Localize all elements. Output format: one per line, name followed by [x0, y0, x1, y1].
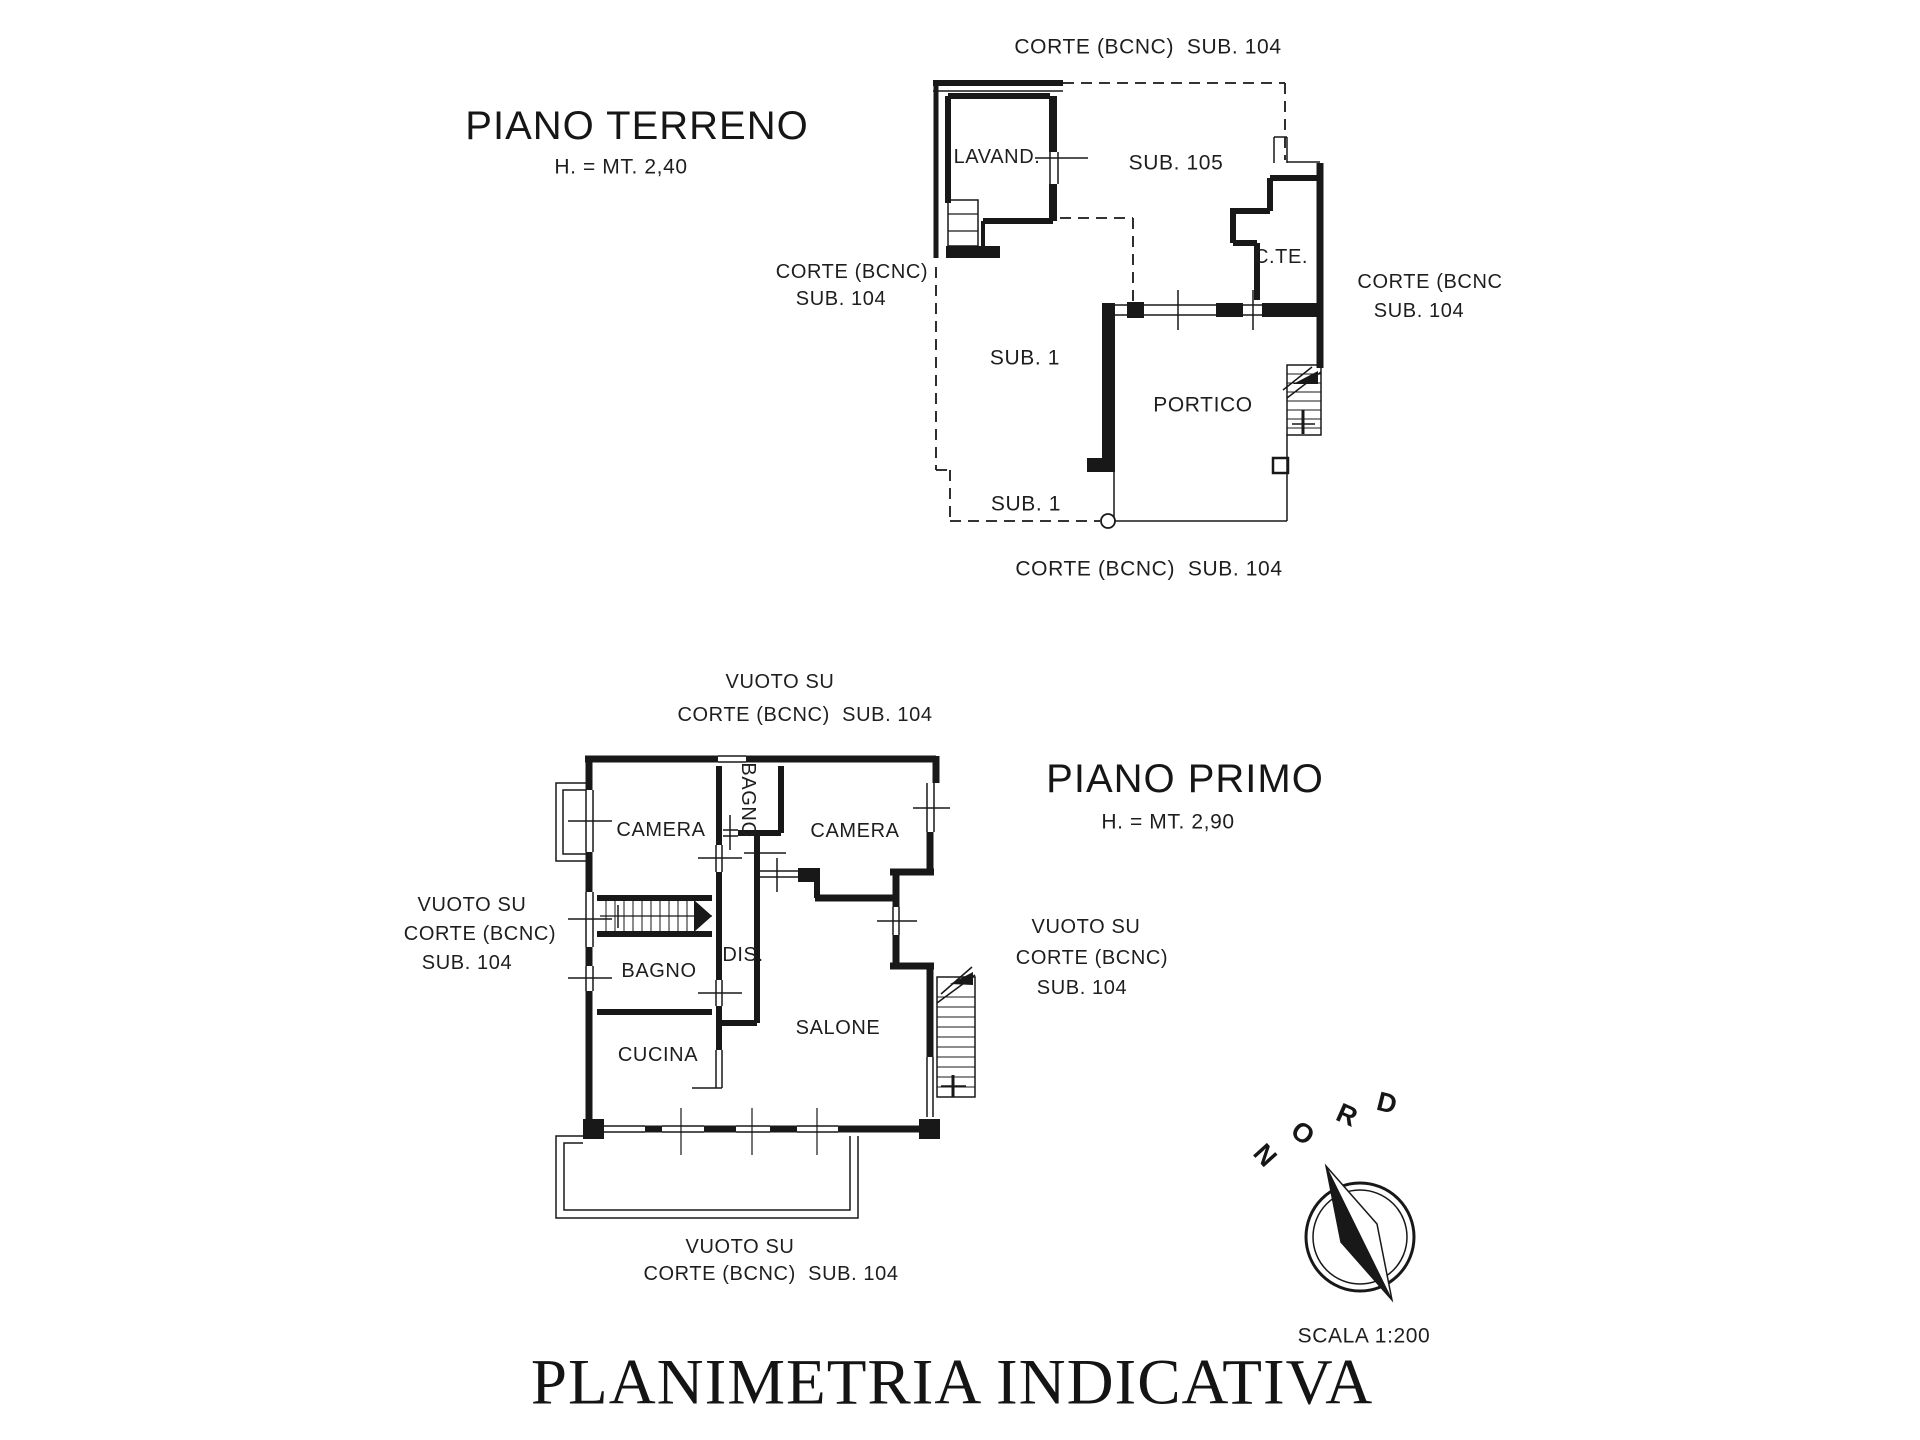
label-corte-left-2: SUB. 104 [795, 288, 887, 310]
ground-floor-title: PIANO TERRENO [465, 104, 809, 148]
room-label-sub1-lower: SUB. 1 [990, 492, 1062, 516]
label-vuoto-bottom-1: VUOTO SU [685, 1236, 795, 1258]
scale-note: SCALA 1:200 [1297, 1324, 1431, 1348]
nord-compass [1304, 1163, 1416, 1303]
label-corte-right-1: CORTE (BCNC [1357, 271, 1503, 293]
ground-floor-plan [933, 80, 1324, 529]
label-vuoto-right-1: VUOTO SU [1031, 916, 1141, 938]
room-label-camera-left: CAMERA [616, 819, 706, 841]
room-label-sub1: SUB. 1 [989, 346, 1061, 370]
label-corte-top: CORTE (BCNC) SUB. 104 [1014, 35, 1282, 59]
room-label-cucina: CUCINA [617, 1044, 699, 1066]
room-label-bagno-top: BAGNO [737, 762, 759, 838]
first-floor-title: PIANO PRIMO [1046, 757, 1324, 801]
ground-floor-height-note: H. = MT. 2,40 [554, 155, 688, 179]
label-vuoto-top-1: VUOTO SU [725, 671, 835, 693]
page-title: PLANIMETRIA INDICATIVA [530, 1346, 1374, 1419]
room-label-portico: PORTICO [1153, 393, 1253, 417]
room-label-salone: SALONE [795, 1017, 881, 1039]
label-vuoto-right-2: CORTE (BCNC) [1015, 947, 1169, 969]
room-label-cte: C.TE. [1253, 246, 1309, 268]
label-vuoto-right-3: SUB. 104 [1036, 977, 1128, 999]
room-label-bagno-left: BAGNO [621, 960, 697, 982]
label-vuoto-left-2: CORTE (BCNC) [403, 923, 557, 945]
label-vuoto-top-2: CORTE (BCNC) SUB. 104 [677, 704, 933, 726]
room-label-camera-right: CAMERA [810, 820, 900, 842]
room-label-dis: DIS. [722, 944, 764, 966]
label-corte-right-2: SUB. 104 [1373, 300, 1465, 322]
label-vuoto-left-3: SUB. 104 [421, 952, 513, 974]
first-floor-plan [555, 755, 976, 1219]
label-vuoto-bottom-2: CORTE (BCNC) SUB. 104 [643, 1263, 899, 1285]
label-vuoto-left-1: VUOTO SU [417, 894, 527, 916]
first-floor-height-note: H. = MT. 2,90 [1101, 810, 1235, 834]
label-corte-bottom: CORTE (BCNC) SUB. 104 [1015, 557, 1283, 581]
label-corte-left-1: CORTE (BCNC) [775, 261, 929, 283]
room-label-sub105: SUB. 105 [1128, 151, 1224, 175]
room-label-lavanderia: LAVAND. [953, 146, 1041, 168]
